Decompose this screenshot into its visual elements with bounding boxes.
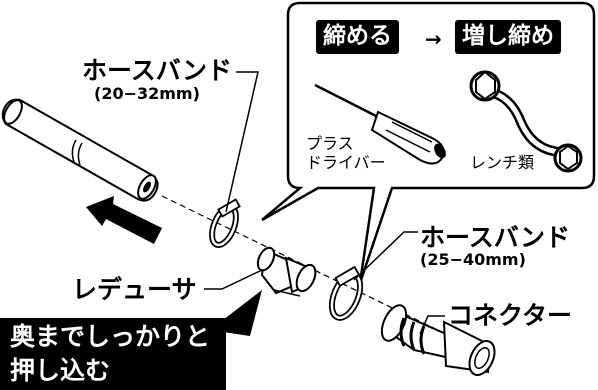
step-arrow-icon: → bbox=[425, 27, 442, 51]
instruction-line2: 押し込む bbox=[10, 356, 111, 385]
wrench-icon bbox=[469, 70, 583, 173]
instruction-callout bbox=[0, 318, 226, 390]
reducer bbox=[256, 246, 317, 297]
hose bbox=[1, 98, 159, 202]
instruction-line1: 奥までしっかりと bbox=[10, 322, 211, 351]
tighten-badge: 締める bbox=[316, 20, 399, 55]
leader-lines bbox=[204, 71, 445, 335]
hose-band-2-range: (25−40mm) bbox=[420, 250, 526, 269]
connector-label: コネクター bbox=[448, 301, 573, 330]
hose-band-1 bbox=[209, 198, 241, 248]
screwdriver-label-line2: ドライバー bbox=[306, 153, 386, 172]
hose-band-2 bbox=[328, 265, 364, 321]
screwdriver-icon bbox=[314, 83, 446, 165]
hose-band-1-range: (20−32mm) bbox=[94, 84, 200, 103]
wrench-label: レンチ類 bbox=[470, 153, 535, 172]
hose-band-2-label: ホースバンド bbox=[420, 223, 571, 252]
push-arrow-icon bbox=[86, 196, 162, 244]
screwdriver-label-line1: プラス bbox=[306, 134, 354, 153]
retighten-badge: 増し締め bbox=[455, 20, 561, 55]
connector bbox=[380, 304, 496, 376]
hose-band-1-label: ホースバンド bbox=[82, 56, 233, 85]
reducer-label: レデューサ bbox=[72, 275, 197, 304]
